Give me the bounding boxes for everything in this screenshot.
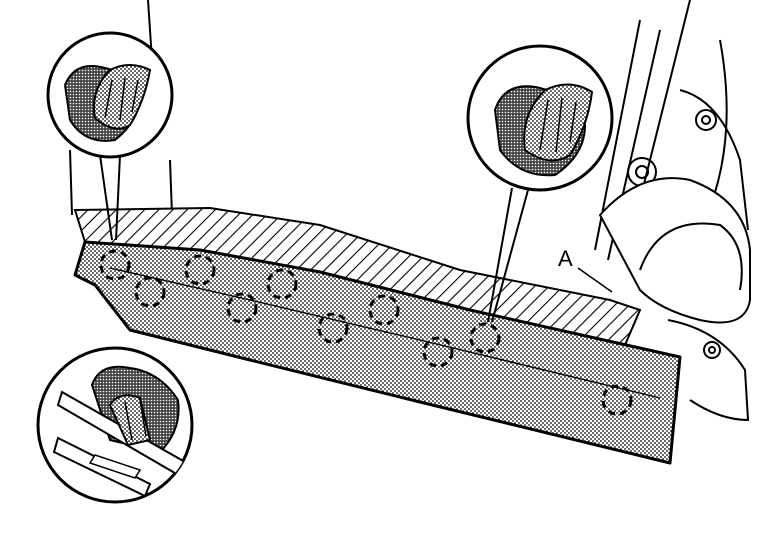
clip-8: [422, 336, 454, 368]
callout-a: A: [558, 246, 613, 293]
clip-1: [99, 249, 131, 281]
clip-detail-circle-2: [466, 44, 614, 323]
clip-detail-circle-3: [36, 346, 194, 504]
wheel-hub-assembly: [598, 109, 751, 422]
clip-6: [317, 312, 349, 344]
panel-clips: [99, 249, 633, 416]
clip-2: [134, 276, 166, 308]
clip-9: [469, 322, 501, 354]
clip-3: [184, 254, 216, 286]
clip-10: [601, 384, 633, 416]
clip-detail-circle-1: [46, 31, 174, 241]
callout-a-label: A: [558, 246, 573, 271]
panel-crease-line: [109, 267, 661, 399]
under-cover-panel: [73, 240, 682, 465]
clip-7: [368, 294, 400, 326]
clip-5: [266, 268, 298, 300]
clip-4: [226, 292, 258, 324]
